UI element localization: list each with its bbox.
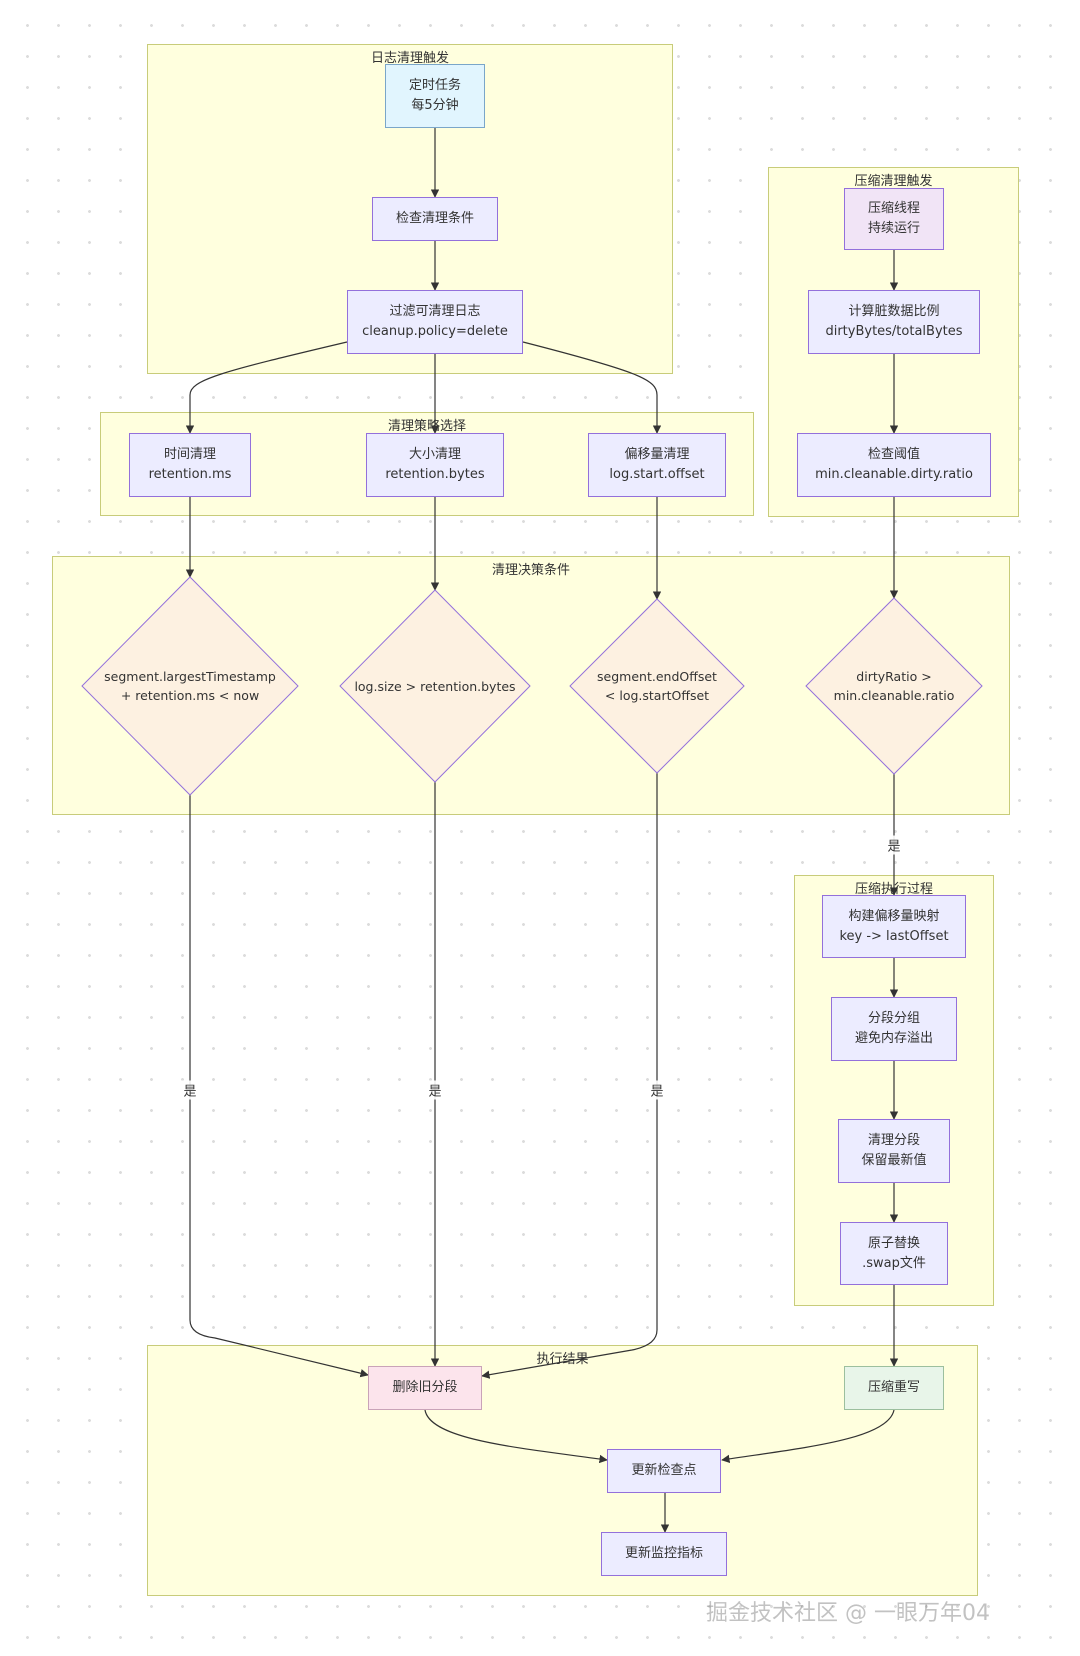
edge-label-yes: 是 [426,1080,444,1100]
edge-delete-checkpoint [424,1409,608,1464]
edge-label-yes: 是 [885,835,903,855]
edge-dtime-delete [189,795,369,1378]
node-line: 过滤可清理日志 [389,304,481,319]
node-line: 偏移量清理 [624,447,690,462]
group-title: 执行结果 [536,1352,589,1367]
edge-doffset-delete [481,773,658,1379]
node-line: cleanup.policy=delete [362,324,508,339]
node-line: key -> lastOffset [839,928,949,944]
node-compact-thread: 压缩线程 持续运行 [844,188,944,250]
decision-line: segment.endOffset [597,669,717,684]
node-time-clean: 时间清理 retention.ms [129,433,251,497]
node-check-conditions: 检查清理条件 [372,197,498,241]
node-line: 原子替换 [867,1235,920,1251]
edge-label-yes: 是 [648,1080,666,1100]
node-check-threshold: 检查阈值 min.cleanable.dirty.ratio [797,433,991,497]
node-update-metrics: 更新监控指标 [601,1532,727,1576]
node-atomic-swap: 原子替换 .swap文件 [840,1222,948,1285]
node-line: 计算脏数据比例 [848,304,940,319]
node-line: log.start.offset [609,467,705,482]
node-line: min.cleanable.dirty.ratio [815,467,973,482]
node-filter-logs: 过滤可清理日志 cleanup.policy=delete [347,290,523,354]
decision-offset: segment.endOffset < log.startOffset [577,656,737,716]
node-line: 保留最新值 [861,1153,927,1168]
watermark: 掘金技术社区 @ 一眼万年04 [706,1601,990,1626]
node-line: 压缩重写 [867,1380,920,1395]
node-line: 更新检查点 [631,1463,697,1478]
decision-line: log.size > retention.bytes [354,678,516,694]
node-update-checkpoint: 更新检查点 [607,1449,721,1493]
node-line: 压缩线程 [867,201,920,216]
node-line: 检查阈值 [867,447,920,462]
node-line: 大小清理 [408,447,461,462]
node-line: 持续运行 [867,221,920,236]
decision-offset-shape [569,598,745,774]
group-result: 执行结果 [147,1345,978,1596]
node-line: 构建偏移量映射 [848,908,940,924]
node-timer: 定时任务 每5分钟 [385,64,485,128]
group-title: 清理决策条件 [491,563,570,578]
edge-label-yes: 是 [181,1080,199,1100]
node-line: 检查清理条件 [395,211,474,226]
decision-line: segment.largestTimestamp [104,669,276,684]
group-title: 压缩清理触发 [854,174,933,189]
node-line: 清理分段 [867,1133,920,1148]
decision-line: min.cleanable.ratio [833,688,955,703]
decision-dirty-shape [805,597,983,775]
node-line: 时间清理 [163,447,216,462]
decision-line: dirtyRatio > [856,669,932,684]
edge-rewrite-checkpoint [721,1409,895,1464]
node-line: dirtyBytes/totalBytes [825,324,963,339]
decision-line: + retention.ms < now [120,688,260,703]
decision-size-shape [339,589,531,783]
node-compact-rewrite: 压缩重写 [844,1366,944,1410]
node-dirty-ratio: 计算脏数据比例 dirtyBytes/totalBytes [808,290,980,354]
node-line: retention.bytes [385,467,485,482]
node-line: 每5分钟 [411,98,459,113]
decision-time: segment.largestTimestamp + retention.ms … [90,656,290,716]
group-title: 日志清理触发 [370,51,449,66]
node-size-clean: 大小清理 retention.bytes [366,433,504,497]
node-line: 分段分组 [867,1011,920,1026]
node-line: 删除旧分段 [392,1380,458,1395]
node-segment-group: 分段分组 避免内存溢出 [831,997,957,1061]
edge-filter-time [185,341,348,434]
decision-size: log.size > retention.bytes [345,666,525,706]
group-title: 清理策略选择 [387,419,466,434]
node-line: 更新监控指标 [624,1546,703,1561]
node-line: 定时任务 [408,78,461,93]
edge-filter-offset [522,341,662,434]
node-offset-clean: 偏移量清理 log.start.offset [588,433,726,497]
node-line: 避免内存溢出 [854,1031,933,1046]
node-build-map: 构建偏移量映射 key -> lastOffset [822,895,966,958]
node-line: retention.ms [148,467,232,482]
node-line: .swap文件 [862,1255,926,1271]
decision-dirty: dirtyRatio > min.cleanable.ratio [814,656,974,716]
node-clean-segment: 清理分段 保留最新值 [838,1119,950,1183]
decision-time-shape [81,576,299,796]
node-delete-old: 删除旧分段 [368,1366,482,1410]
decision-line: < log.startOffset [604,688,710,703]
